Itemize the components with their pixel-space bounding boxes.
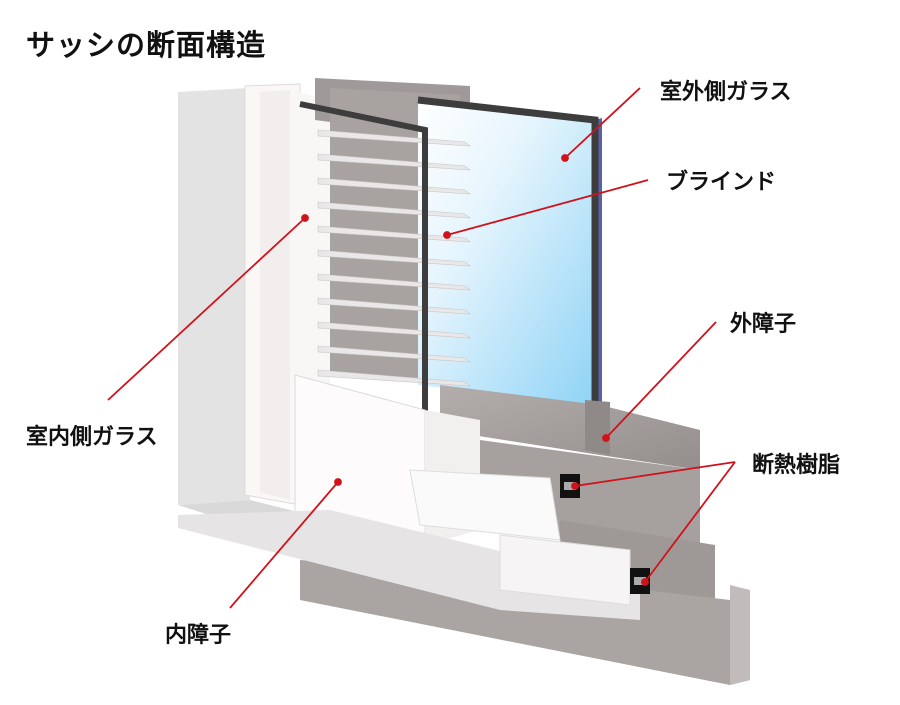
pin-outer-bead bbox=[602, 434, 610, 442]
blind-slat bbox=[317, 297, 471, 315]
leader-resin-lower bbox=[644, 461, 736, 583]
blind-slat bbox=[317, 369, 471, 387]
thermal-resin-upper bbox=[560, 474, 580, 498]
leader-resin-upper bbox=[574, 461, 736, 487]
blind-slat bbox=[317, 225, 471, 243]
thermal-resin-lower bbox=[630, 568, 650, 594]
outdoor-glass bbox=[417, 96, 602, 420]
blind-slat bbox=[317, 177, 471, 195]
pin-resin-lower bbox=[641, 578, 649, 586]
inner-sill bbox=[178, 374, 640, 620]
label-thermal-resin: 断熱樹脂 bbox=[752, 453, 841, 478]
blind-slat bbox=[317, 249, 471, 267]
leader-lines bbox=[107, 87, 736, 609]
pin-indoor-glass bbox=[301, 214, 309, 222]
blind-slat bbox=[317, 129, 471, 147]
label-outer-glazing-bead: 外障子 bbox=[730, 312, 797, 337]
blind-slat bbox=[317, 345, 471, 363]
pin-blind bbox=[443, 231, 451, 239]
blind-slat bbox=[317, 273, 471, 291]
blind-slats bbox=[317, 129, 471, 387]
leader-inner-bead bbox=[229, 481, 339, 609]
leader-outdoor-glass bbox=[564, 87, 641, 159]
inner-frame bbox=[244, 83, 330, 506]
blind-slat bbox=[317, 201, 471, 219]
label-blind: ブラインド bbox=[666, 170, 777, 195]
label-inner-glazing-bead: 内障子 bbox=[165, 623, 232, 648]
leader-outer-bead bbox=[605, 321, 717, 439]
pin-inner-bead bbox=[334, 478, 342, 486]
label-indoor-glass: 室内側ガラス bbox=[26, 425, 158, 450]
leader-blind bbox=[446, 179, 649, 236]
pin-outdoor-glass bbox=[561, 154, 569, 162]
diagram-title: サッシの断面構造 bbox=[26, 28, 267, 62]
pin-resin-upper bbox=[571, 482, 579, 490]
leader-indoor-glass bbox=[107, 217, 306, 401]
indoor-glass-frame bbox=[299, 101, 428, 420]
blind-slat bbox=[317, 153, 471, 171]
blind-slat bbox=[317, 321, 471, 339]
label-outdoor-glass: 室外側ガラス bbox=[660, 80, 792, 105]
